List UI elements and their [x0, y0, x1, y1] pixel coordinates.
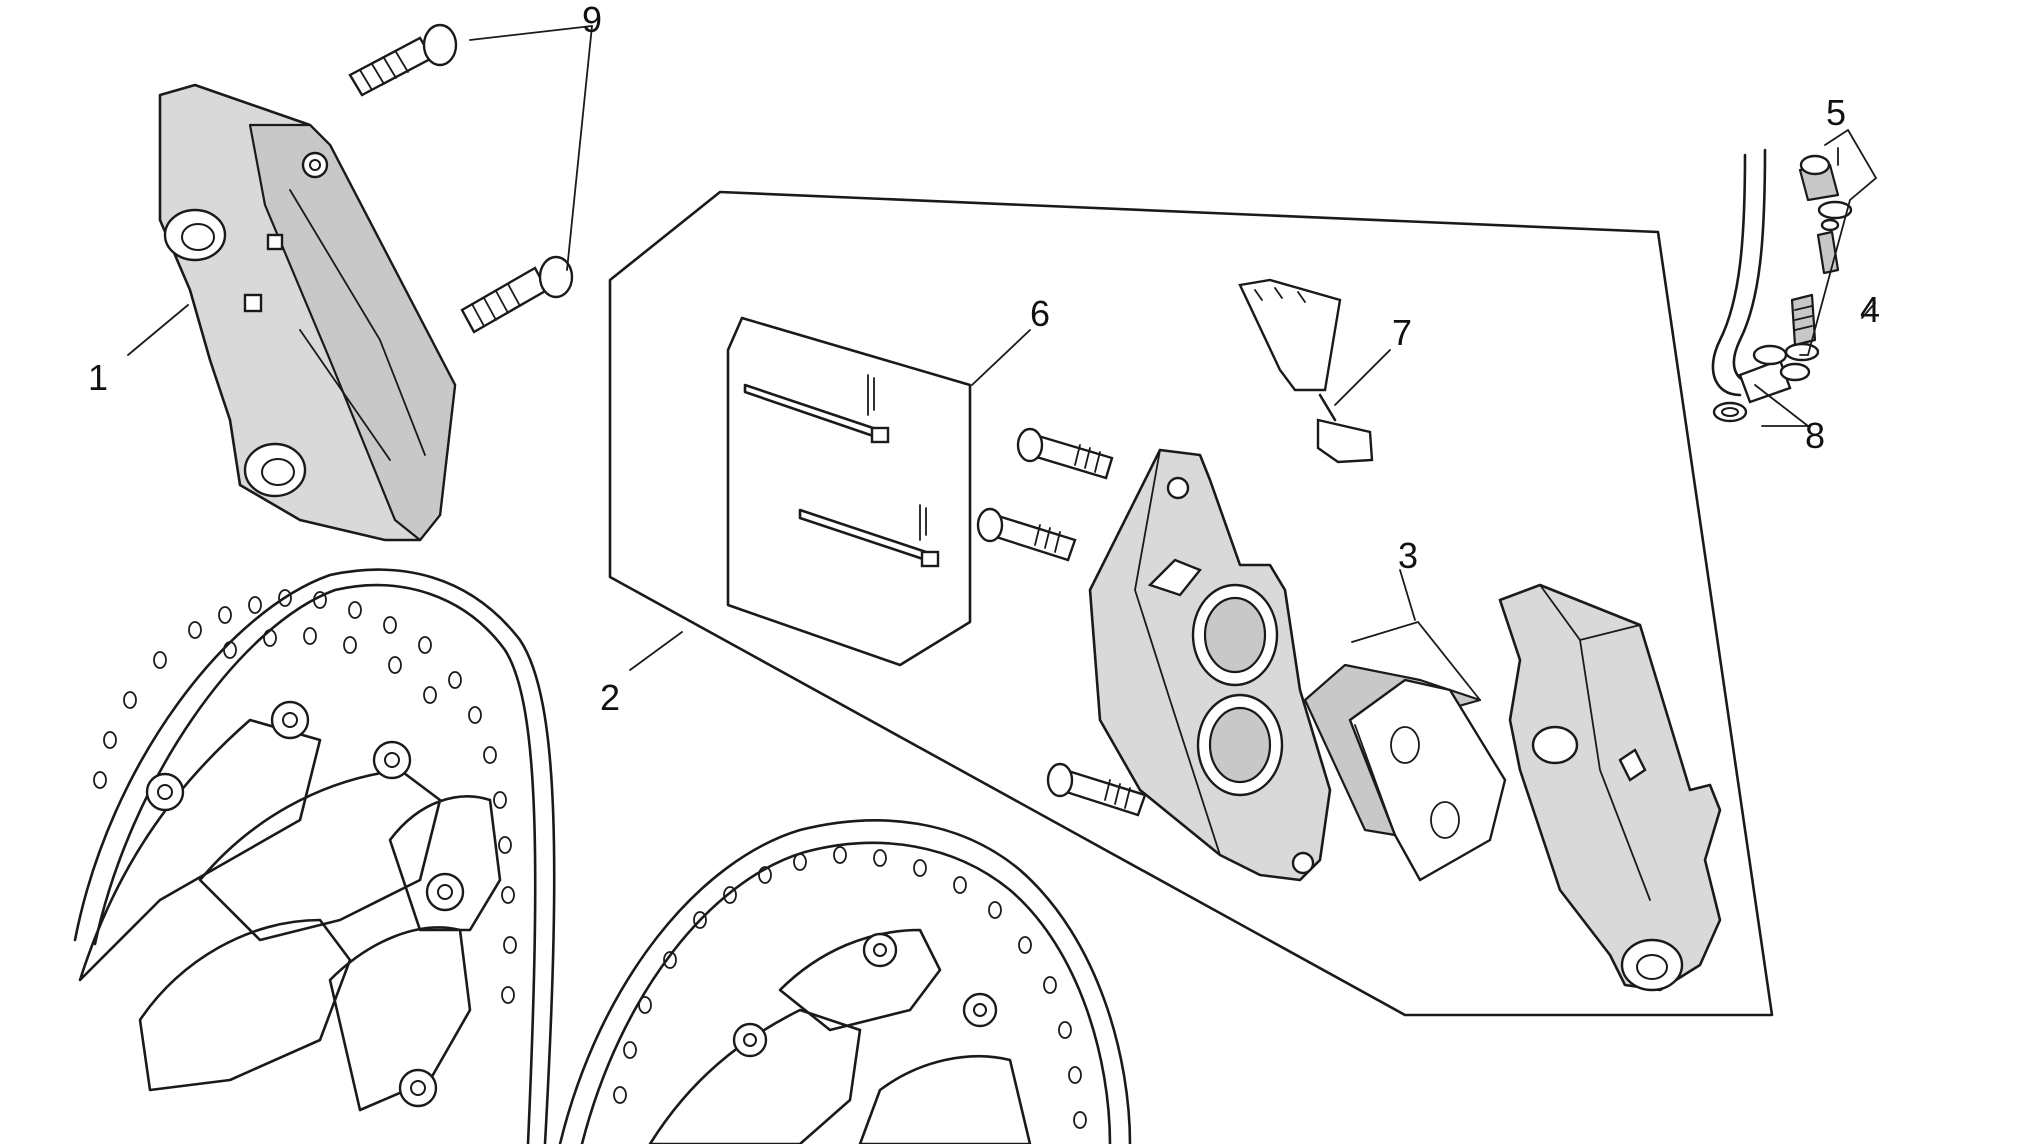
washers-8	[1712, 344, 1788, 423]
callout-9: 9	[582, 0, 602, 40]
caliper-half-outer	[1498, 583, 1722, 992]
callout-2: 2	[600, 677, 620, 718]
callout-3: 3	[1398, 535, 1418, 576]
kit-outline-6	[726, 316, 972, 667]
brake-disc-center	[558, 819, 1132, 1144]
bleeder-cap-5	[1798, 154, 1853, 220]
kit-outline-2	[608, 190, 1774, 1017]
pad-pins-6	[743, 374, 940, 568]
caliper-bolts	[976, 427, 1147, 817]
caliper-assembled-1	[158, 83, 457, 542]
brake-hose-4	[1711, 148, 1840, 404]
leader-lines	[127, 25, 1878, 701]
mounting-bolts-9	[348, 23, 574, 334]
callout-7: 7	[1392, 312, 1412, 353]
callout-6: 6	[1030, 293, 1050, 334]
callout-1: 1	[88, 357, 108, 398]
brake-pads-3	[1303, 663, 1507, 882]
caliper-half-inner	[1088, 448, 1332, 882]
brake-disc-left	[73, 568, 556, 1144]
callout-8: 8	[1805, 415, 1825, 456]
callout-5: 5	[1826, 92, 1846, 133]
pad-spring-7	[1238, 278, 1374, 464]
callout-4: 4	[1860, 289, 1880, 330]
